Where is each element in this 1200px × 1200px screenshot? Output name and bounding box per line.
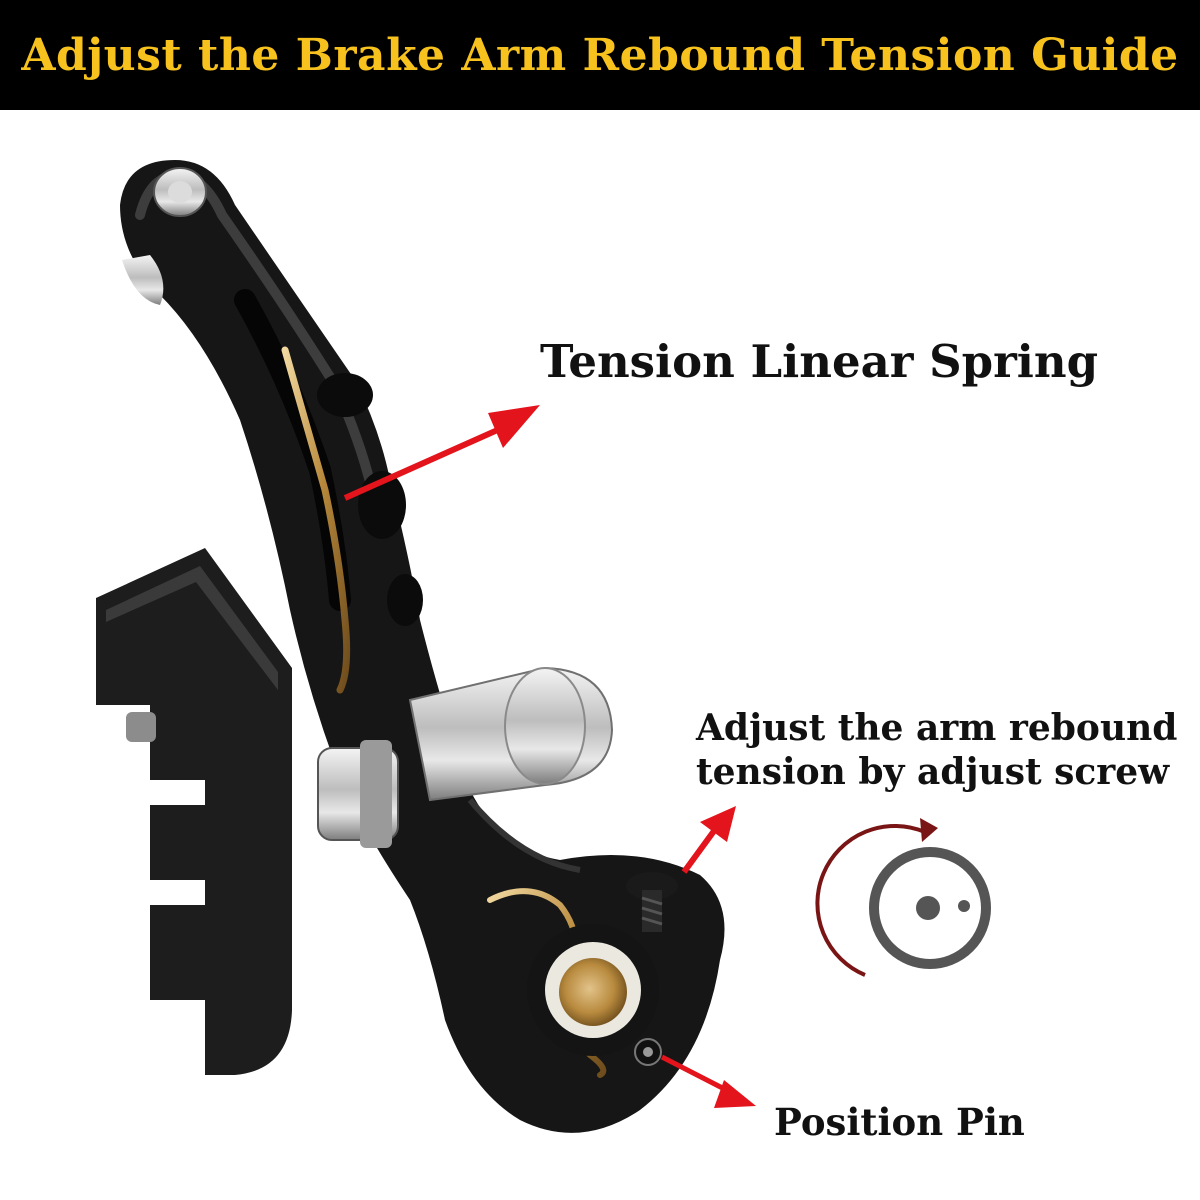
callout-adjust-line1: Adjust the arm rebound	[696, 707, 1178, 749]
callout-adjust-screw: Adjust the arm rebound tension by adjust…	[696, 706, 1177, 794]
position-pin	[634, 1038, 662, 1066]
pin-arrowhead	[714, 1080, 756, 1108]
brake-arm-illustration	[96, 160, 991, 1133]
cable-anchor-bolt	[122, 167, 207, 305]
spring-arrowhead	[488, 405, 540, 448]
callout-adjust-line2: tension by adjust screw	[696, 751, 1170, 793]
title-banner: Adjust the Brake Arm Rebound Tension Gui…	[0, 0, 1200, 110]
callout-tension-spring: Tension Linear Spring	[540, 335, 1099, 388]
rotate-clockwise-icon	[815, 818, 991, 977]
pivot-stud	[317, 666, 614, 848]
adjust-arrowhead	[700, 806, 736, 842]
callout-position-pin: Position Pin	[774, 1100, 1025, 1144]
pivot-housing	[527, 924, 659, 1056]
spring-arrow	[343, 417, 522, 501]
page-title: Adjust the Brake Arm Rebound Tension Gui…	[21, 29, 1179, 81]
adjust-screw	[626, 872, 678, 932]
brake-pad	[96, 548, 292, 1075]
